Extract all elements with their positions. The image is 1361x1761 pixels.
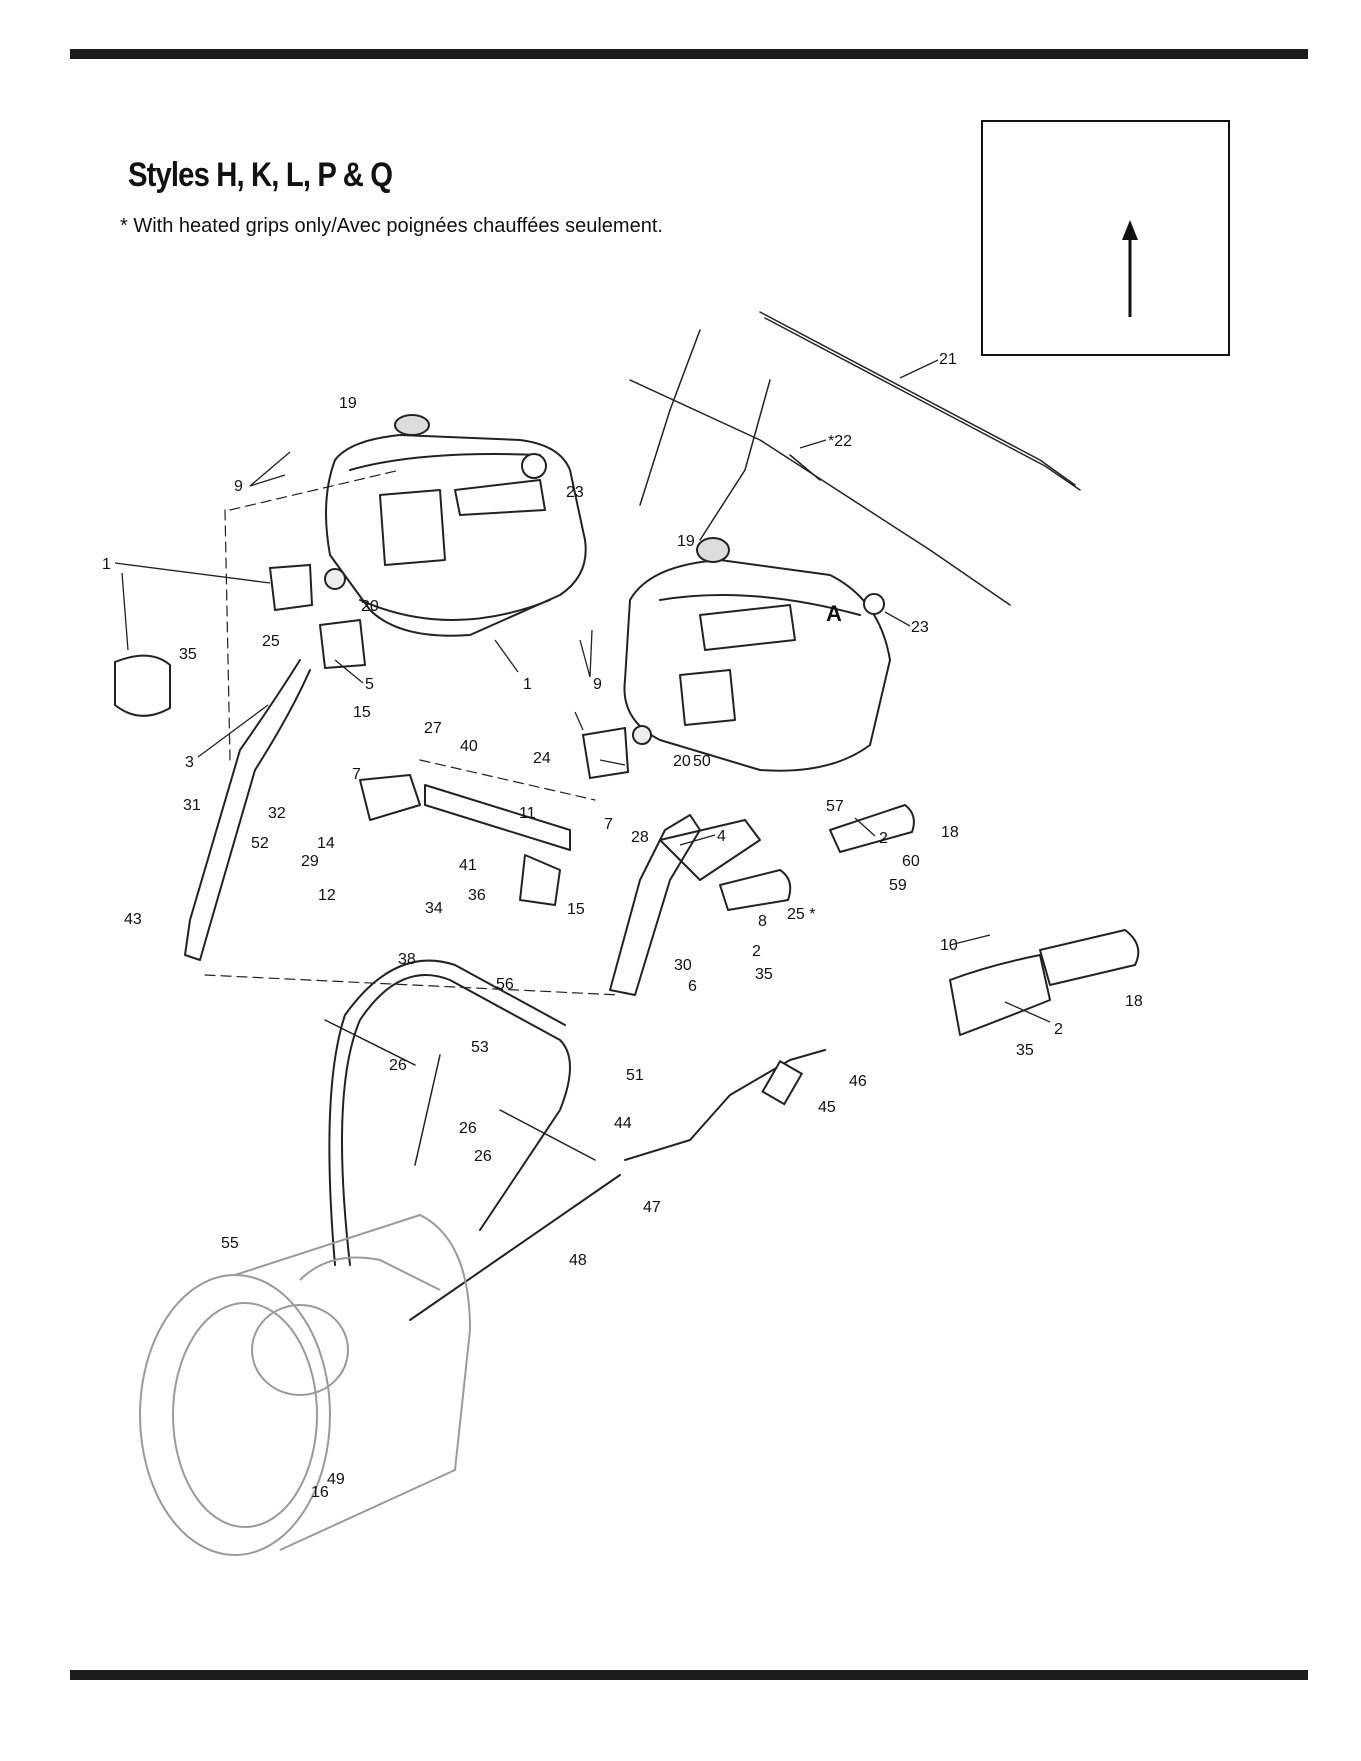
- wire-harness: [630, 312, 1080, 605]
- part-label: 23: [566, 484, 584, 501]
- part-label: 18: [1125, 993, 1143, 1010]
- part-label: 20: [673, 753, 691, 770]
- part-label: 47: [643, 1199, 661, 1216]
- leader-lines: [115, 360, 1050, 1022]
- part-label: 26: [474, 1148, 492, 1165]
- part-label: 4: [717, 828, 726, 845]
- part-label: 10: [940, 937, 958, 954]
- part-label: 36: [468, 887, 486, 904]
- part-label: 15: [353, 704, 371, 721]
- part-label: 56: [496, 976, 514, 993]
- part-label: 3: [185, 754, 194, 771]
- part-label: 8: [758, 913, 767, 930]
- upper-handle-loop: [329, 961, 570, 1265]
- console-cover-lower: [624, 560, 890, 771]
- part-label: 53: [471, 1039, 489, 1056]
- chute-crank-rod: [325, 1020, 595, 1165]
- part-label: 46: [849, 1073, 867, 1090]
- part-label: 9: [234, 478, 243, 495]
- part-label: 49: [327, 1471, 345, 1488]
- part-label: 35: [755, 966, 773, 983]
- part-label: 48: [569, 1252, 587, 1269]
- part-label: 11: [519, 805, 536, 822]
- part-label: 34: [425, 900, 443, 917]
- part-label: 1: [523, 676, 532, 693]
- part-label: 57: [826, 798, 844, 815]
- part-label: 2: [879, 830, 888, 847]
- callout-letter-a: A: [826, 601, 842, 626]
- part-label: 2: [752, 943, 761, 960]
- part-label: 55: [221, 1235, 239, 1252]
- part-label: 25: [262, 633, 280, 650]
- part-label: 38: [398, 951, 416, 968]
- part-label: 12: [318, 887, 336, 904]
- part-label: 43: [124, 911, 142, 928]
- auger-housing-ghost: [140, 1215, 470, 1555]
- part-label: 7: [352, 766, 361, 783]
- part-label: 21: [939, 351, 957, 368]
- part-label: 26: [459, 1120, 477, 1137]
- part-label: 5: [365, 676, 374, 693]
- part-label: 19: [677, 533, 695, 550]
- part-label: 45: [818, 1099, 836, 1116]
- heated-grip: [720, 870, 790, 910]
- part-label: 52: [251, 835, 269, 852]
- part-label: 41: [459, 857, 477, 874]
- part-label: 14: [317, 835, 335, 852]
- part-label: 27: [424, 720, 442, 737]
- part-label: 40: [460, 738, 478, 755]
- part-label: 28: [631, 829, 649, 846]
- part-label: 18: [941, 824, 959, 841]
- part-label: 35: [1016, 1042, 1034, 1059]
- part-label: 24: [533, 750, 551, 767]
- part-label: 31: [183, 797, 201, 814]
- handle-left-upper: [185, 620, 365, 960]
- part-label: 1: [102, 556, 111, 573]
- part-label: 2: [1054, 1021, 1063, 1038]
- part-label: 15: [567, 901, 585, 918]
- part-label: 29: [301, 853, 319, 870]
- part-label: 44: [614, 1115, 632, 1132]
- part-label: 35: [179, 646, 197, 663]
- part-label: *22: [828, 433, 852, 450]
- part-label: 6: [688, 978, 697, 995]
- part-label: 60: [902, 853, 920, 870]
- part-label: 9: [593, 676, 602, 693]
- reference-lines: [205, 470, 620, 995]
- part-label: 19: [339, 395, 357, 412]
- part-label: 51: [626, 1067, 644, 1084]
- part-label: 25 *: [787, 906, 815, 923]
- part-label: 7: [604, 816, 613, 833]
- part-label: 32: [268, 805, 286, 822]
- part-label: 26: [389, 1057, 407, 1074]
- dash-panel-bracket: [360, 775, 570, 905]
- part-label: 20: [361, 598, 379, 615]
- part-label: 30: [674, 957, 692, 974]
- part-label: 59: [889, 877, 907, 894]
- part-label: 23: [911, 619, 929, 636]
- part-label: 50: [693, 753, 711, 770]
